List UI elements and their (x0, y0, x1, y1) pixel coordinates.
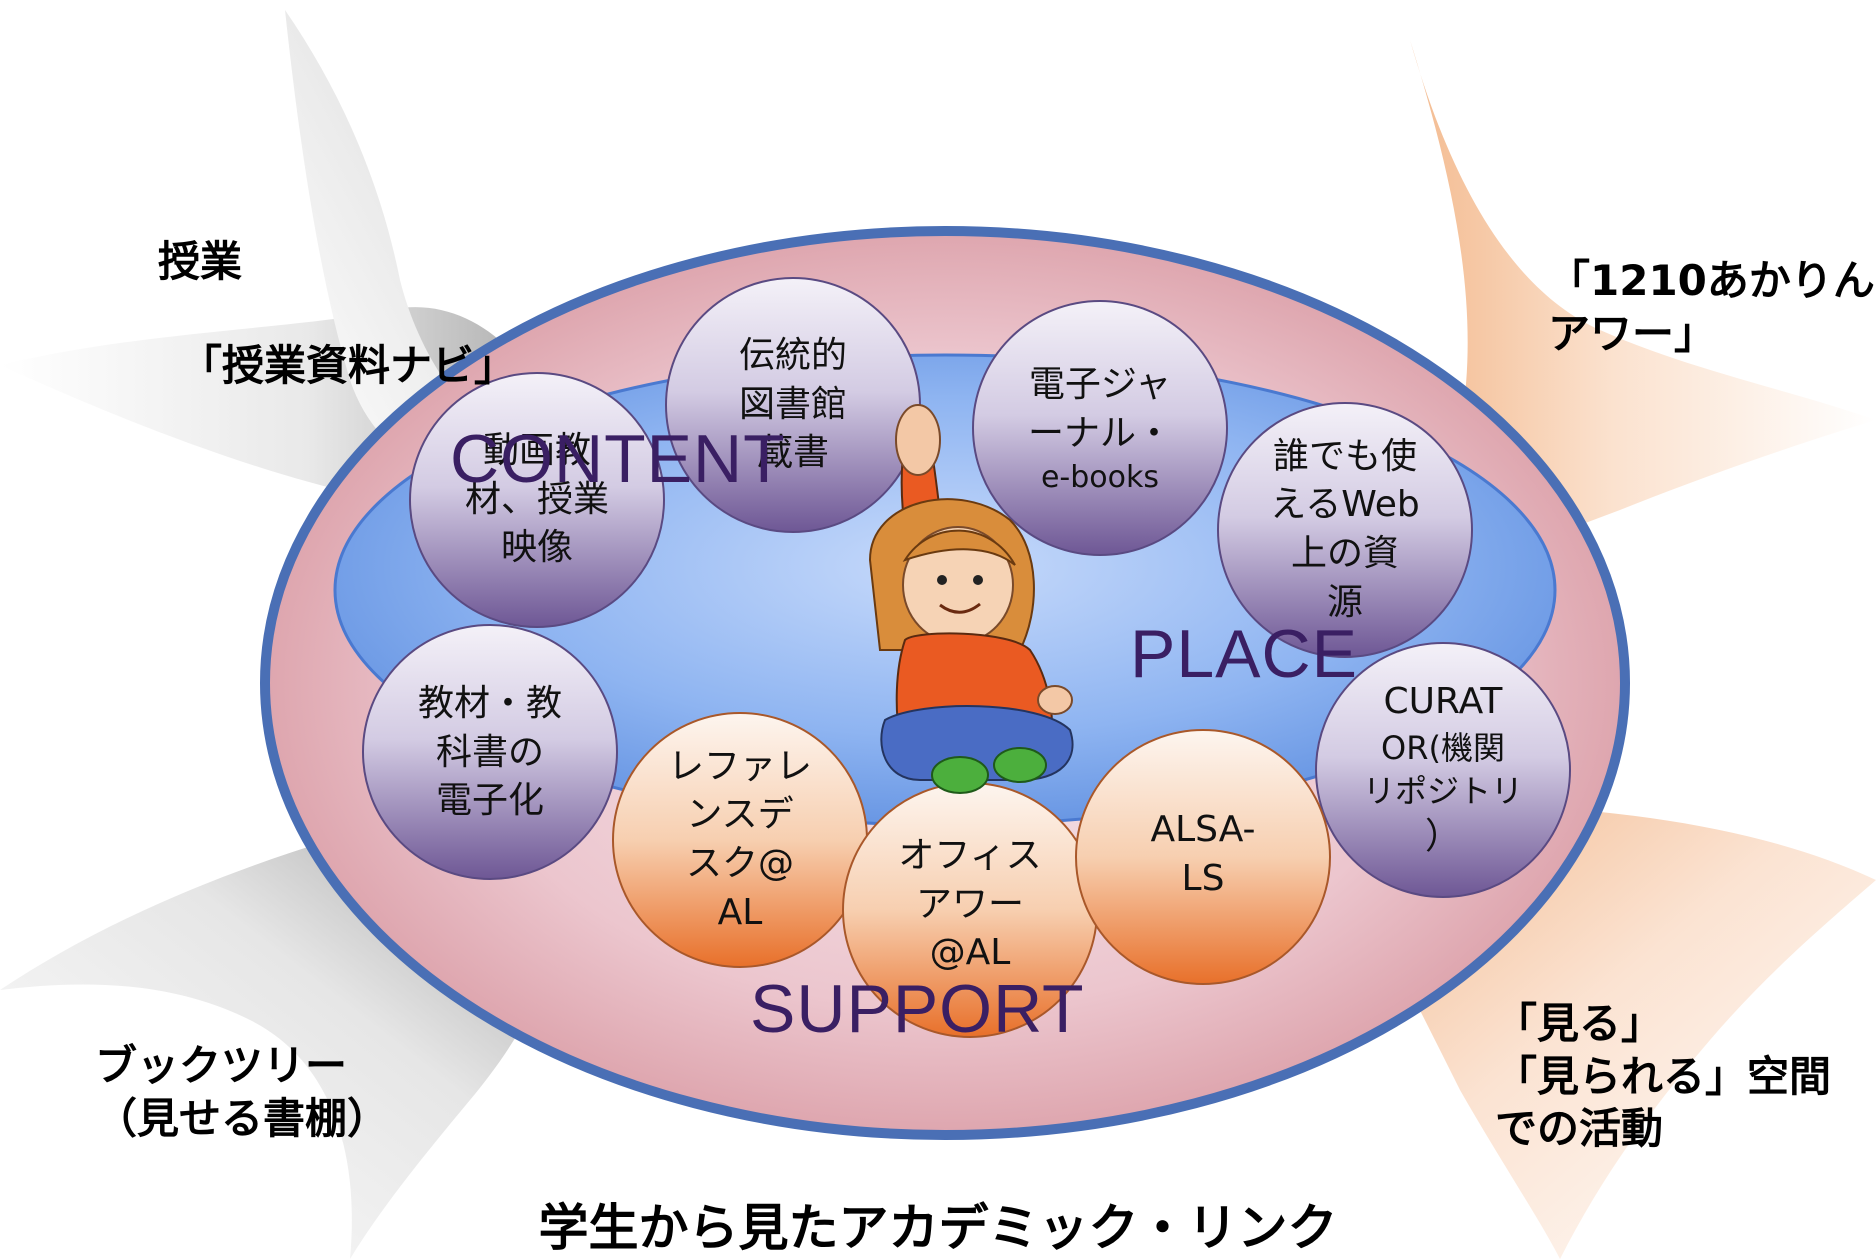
top-right-akarin-label: 「1210あかりん アワー」 (1548, 256, 1875, 358)
ejournals-label: 電子ジャーナル・e-books (1027, 364, 1172, 496)
circle-digital-textbooks (362, 624, 618, 880)
digital-textbooks-label: 教材・教科書の電子化 (417, 683, 562, 822)
child-illustration (868, 404, 1074, 794)
region-content-label: CONTENT (450, 421, 786, 497)
bottom-right-space-label: 「見る」 「見られる」空間 での活動 (1495, 999, 1832, 1153)
circle-web-resources (1217, 402, 1473, 658)
video-materials-label: 動画教材、授業映像 (464, 430, 609, 569)
top-left-navi-label: 「授業資料ナビ」 (180, 341, 517, 390)
reference-desk-label: レファレンスデスク@AL (667, 745, 812, 933)
circle-curator (1315, 642, 1571, 898)
diagram-title: 学生から見たアカデミック・リンク (538, 1199, 1338, 1257)
office-hour-label: オフィスアワー@AL (898, 835, 1042, 974)
circle-video-materials (409, 372, 665, 628)
region-support-label: SUPPORT (750, 971, 1085, 1047)
petal-top-left-upper (285, 10, 540, 482)
traditional-collection-label: 伝統的図書館蔵書 (738, 335, 847, 474)
alsa-label: ALSA-LS (1150, 809, 1256, 899)
top-left-class-label: 授業 (158, 237, 243, 286)
region-place-label: PLACE (1130, 616, 1358, 692)
circle-alsa (1075, 729, 1331, 985)
circle-ejournals (972, 300, 1228, 556)
bottom-left-booktree-label: ブックツリー （見せる書棚） (95, 1041, 390, 1143)
